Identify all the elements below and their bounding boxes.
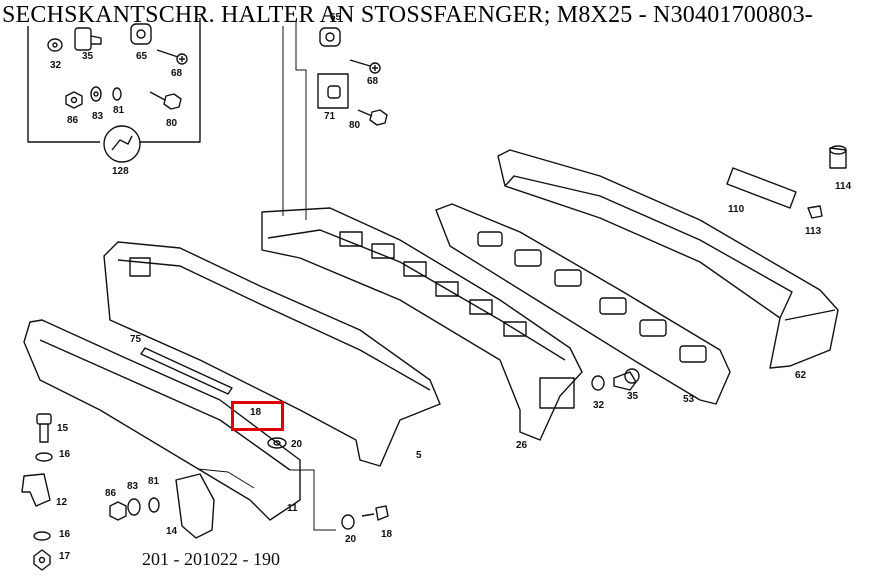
- callout-12: 12: [56, 497, 68, 508]
- callout-71: 71: [324, 111, 336, 122]
- bumper-part-62: [497, 149, 839, 369]
- callout-68-top: 68: [367, 76, 379, 87]
- callout-113: 113: [805, 226, 822, 237]
- leader-lines: [197, 20, 336, 531]
- callout-68: 68: [171, 68, 183, 79]
- callout-35: 35: [82, 51, 94, 62]
- callout-65-top: 65: [330, 12, 342, 23]
- callout-86-bottom: 86: [105, 488, 117, 499]
- callout-17: 17: [59, 551, 71, 562]
- callout-20: 20: [291, 439, 303, 450]
- callout-80: 80: [166, 118, 178, 129]
- callout-16-lower: 16: [59, 529, 71, 540]
- bumper-part-26: [261, 207, 583, 441]
- callout-65: 65: [136, 51, 148, 62]
- bumper-part-5: [103, 241, 441, 467]
- callout-35-right: 35: [627, 391, 639, 402]
- callout-20-bottom: 20: [345, 534, 357, 545]
- highlight-box-part-18[interactable]: [231, 401, 284, 431]
- callout-80-top: 80: [349, 120, 361, 131]
- callout-83: 83: [92, 111, 104, 122]
- callout-128: 128: [112, 166, 129, 177]
- callout-86: 86: [67, 115, 79, 126]
- clip-hardware: [317, 27, 847, 219]
- callout-18-bottom: 18: [381, 529, 393, 540]
- callout-62: 62: [795, 370, 807, 381]
- callout-114: 114: [835, 181, 852, 192]
- inset-hardware: [47, 23, 188, 163]
- callout-81-bottom: 81: [148, 476, 160, 487]
- callout-16: 16: [59, 449, 71, 460]
- callout-53: 53: [683, 394, 695, 405]
- bumper-part-11: [23, 319, 301, 521]
- callout-5: 5: [416, 450, 422, 461]
- fastener-inset-box: [27, 18, 201, 143]
- callout-15: 15: [57, 423, 69, 434]
- callout-110: 110: [728, 204, 745, 215]
- diagram-reference-code: 201 - 201022 - 190: [142, 549, 280, 569]
- callout-32-right: 32: [593, 400, 605, 411]
- bumper-part-53: [435, 203, 731, 405]
- callout-32: 32: [50, 60, 62, 71]
- callout-26: 26: [516, 440, 528, 451]
- bottom-hardware: [21, 413, 389, 571]
- callout-83-bottom: 83: [127, 481, 139, 492]
- callout-81: 81: [113, 105, 125, 116]
- callout-14: 14: [166, 526, 178, 537]
- callout-75: 75: [130, 334, 142, 345]
- callout-11: 11: [287, 503, 298, 514]
- callout-18-highlighted[interactable]: 18: [250, 407, 262, 418]
